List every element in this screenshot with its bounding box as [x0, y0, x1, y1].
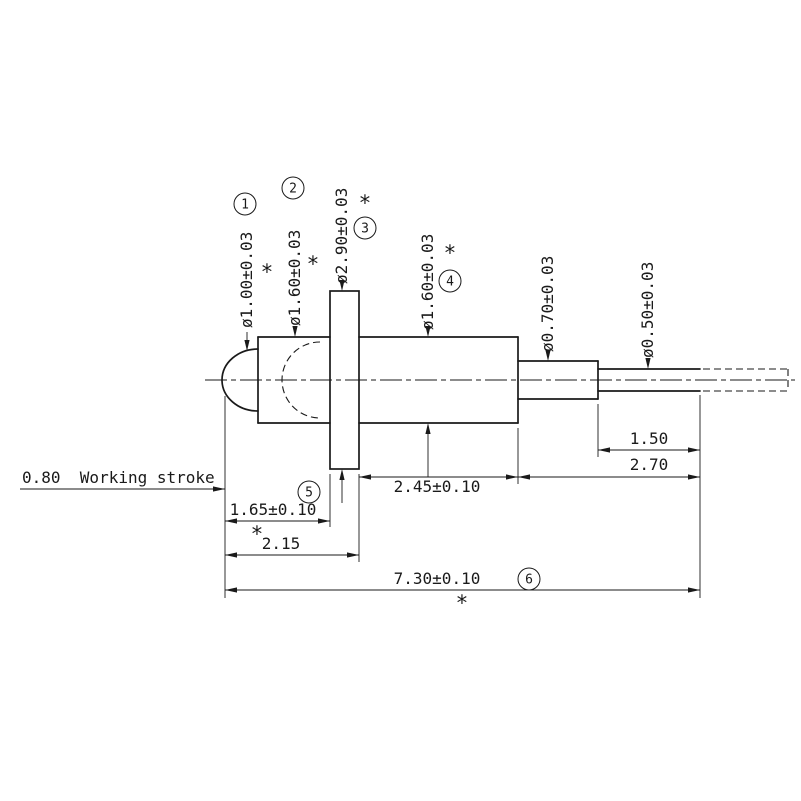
balloon-2-number: 2 — [289, 182, 297, 197]
arrow-215-right — [347, 552, 359, 558]
arrow-dia5-down — [545, 350, 551, 361]
asterisk-dia2: * — [307, 252, 320, 276]
dim-245-label: 2.45±0.10 — [394, 477, 481, 496]
arrow-dia2-down — [292, 326, 298, 337]
dim-working-stroke: 0.80 Working stroke — [20, 468, 225, 492]
plunger-dome-outline — [221, 348, 259, 412]
arrow-165-right — [318, 518, 330, 524]
part-outline — [221, 290, 789, 470]
arrow-270-right — [688, 474, 700, 480]
dim-270-label: 2.70 — [630, 455, 669, 474]
arrow-dia6-down — [645, 358, 651, 369]
balloon-callouts: 1 2 3 4 5 6 — [233, 176, 541, 591]
dim-tail-total: 2.70 — [518, 455, 700, 480]
arrow-150-left — [598, 447, 610, 453]
arrow-150-right — [688, 447, 700, 453]
dia4-label: ø1.60±0.03 — [418, 234, 437, 330]
asterisk-dim-730: * — [456, 591, 469, 615]
arrow-working-stroke — [213, 486, 225, 492]
asterisk-dia4: * — [444, 241, 457, 265]
dim-730-label: 7.30±0.10 — [394, 569, 481, 588]
balloon-6-number: 6 — [525, 573, 533, 588]
arrow-245-right — [506, 474, 518, 480]
dia2-label: ø1.60±0.03 — [285, 230, 304, 326]
arrow-730-right — [688, 587, 700, 593]
dim-flange-back: 2.15 — [225, 534, 359, 558]
balloon-4-circle — [438, 269, 462, 293]
arrow-215-left — [225, 552, 237, 558]
balloon-5-circle — [297, 480, 321, 504]
arrow-730-left — [225, 587, 237, 593]
dim-barrel: 2.45±0.10 — [359, 474, 518, 496]
balloon-4-number: 4 — [446, 275, 454, 290]
dim-tail-tip: 1.50 — [598, 429, 700, 453]
arrow-dia1-down — [244, 340, 250, 351]
arrow-165-left — [225, 518, 237, 524]
asterisk-marks: * * * * * * — [251, 191, 469, 615]
arrow-dia4-up — [425, 423, 431, 434]
dia5-label: ø0.70±0.03 — [538, 256, 557, 352]
balloon-3-number: 3 — [361, 222, 369, 237]
asterisk-dia1: * — [261, 260, 274, 284]
dim-165-label: 1.65±0.10 — [230, 500, 317, 519]
arrow-dia3-up — [339, 469, 345, 480]
asterisk-dia3: * — [359, 191, 372, 215]
dia6-label: ø0.50±0.03 — [638, 262, 657, 358]
arrow-270-left — [518, 474, 530, 480]
arrow-dia4-down — [425, 326, 431, 337]
balloon-5-number: 5 — [305, 486, 313, 501]
diameter-leaders — [244, 280, 651, 503]
diameter-labels: ø1.00±0.03 ø1.60±0.03 ø2.90±0.03 ø1.60±0… — [237, 188, 657, 358]
extension-lines — [224, 395, 701, 598]
balloon-2-circle — [281, 176, 305, 200]
dim-215-label: 2.15 — [262, 534, 301, 553]
working-stroke-label: 0.80 Working stroke — [22, 468, 215, 487]
dia3-label: ø2.90±0.03 — [332, 188, 351, 284]
dim-150-label: 1.50 — [630, 429, 669, 448]
asterisk-dim-165: * — [251, 522, 264, 546]
balloon-1-circle — [233, 192, 257, 216]
dim-flange-front: 1.65±0.10 — [225, 500, 330, 524]
arrow-245-left — [359, 474, 371, 480]
dia1-label: ø1.00±0.03 — [237, 232, 256, 328]
hidden-ball-arc — [281, 341, 321, 419]
arrow-dia3-down — [339, 280, 345, 291]
dim-overall: 7.30±0.10 — [225, 569, 700, 593]
balloon-3-circle — [353, 216, 377, 240]
flange-outline — [329, 290, 360, 470]
balloon-1-number: 1 — [241, 198, 249, 213]
